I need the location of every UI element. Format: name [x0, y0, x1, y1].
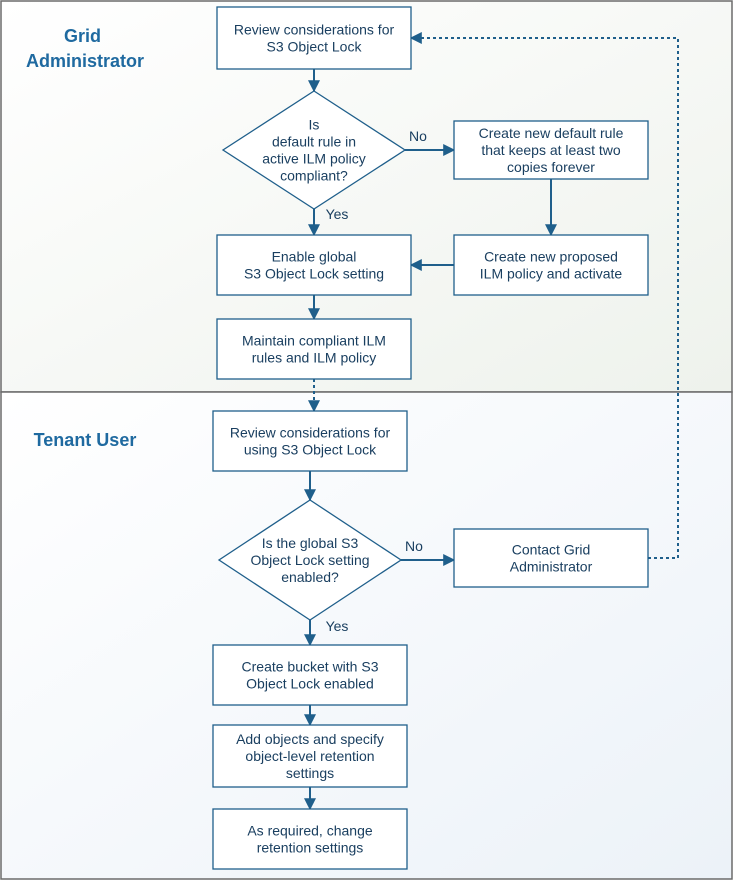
node-text-line: Create bucket with S3	[242, 659, 379, 675]
process-box	[216, 318, 412, 380]
process-box	[212, 808, 408, 870]
decision-diamond	[217, 499, 403, 621]
node-text-line: Object Lock setting	[250, 552, 369, 568]
node-text-line: ILM policy and activate	[480, 266, 623, 282]
edge-label-no: No	[405, 538, 423, 554]
node-text-line: that keeps at least two	[481, 142, 621, 158]
lane-tenant-user	[0, 391, 733, 880]
process-box	[453, 234, 649, 296]
node-text-line: retention settings	[257, 840, 364, 856]
node-text-line: settings	[286, 765, 334, 781]
node-text-line: Object Lock enabled	[246, 676, 374, 692]
process-box	[212, 410, 408, 472]
node-text-line: Create new default rule	[479, 125, 624, 141]
edge-label-no: No	[409, 128, 427, 144]
lane-label-grid-administrator: Grid Administrator	[26, 26, 144, 71]
process-box	[216, 234, 412, 296]
node-text-line: S3 Object Lock	[267, 39, 363, 55]
process-box	[453, 120, 649, 180]
lane-label-line: Grid	[64, 26, 101, 46]
process-box	[216, 6, 412, 70]
node-text-line: Administrator	[510, 559, 593, 575]
node-text-line: Is the global S3	[262, 535, 359, 551]
node-text-line: Review considerations for	[234, 22, 395, 38]
lane-label-line: Administrator	[26, 51, 144, 71]
lane-label-tenant-user: Tenant User	[34, 430, 137, 450]
edge-label-yes: Yes	[326, 206, 349, 222]
node-text-line: using S3 Object Lock	[244, 442, 377, 458]
lane-label-line: Tenant User	[34, 430, 137, 450]
node-text-line: compliant?	[280, 168, 348, 184]
node-text-line: As required, change	[247, 823, 373, 839]
process-box	[453, 528, 649, 588]
node-text-line: Review considerations for	[230, 425, 391, 441]
node-text-line: copies forever	[507, 159, 595, 175]
node-text-line: Create new proposed	[484, 249, 618, 265]
node-text-line: Is	[309, 117, 320, 133]
node-text-line: Enable global	[272, 249, 357, 265]
node-text-line: rules and ILM policy	[252, 350, 377, 366]
node-text-line: Maintain compliant ILM	[242, 333, 386, 349]
node-text-line: default rule in	[272, 134, 356, 150]
decision-diamond	[221, 90, 407, 210]
process-box	[212, 644, 408, 706]
node-text-line: Contact Grid	[512, 542, 591, 558]
node-text-line: S3 Object Lock setting	[244, 266, 384, 282]
node-text-line: object-level retention	[245, 748, 374, 764]
node-text-line: active ILM policy	[262, 151, 365, 167]
node-text-line: Add objects and specify	[236, 731, 384, 747]
process-box	[212, 724, 408, 788]
edge-label-yes: Yes	[326, 618, 349, 634]
edge-contact-admin-to-review-s3	[409, 32, 679, 559]
node-text-line: enabled?	[281, 569, 339, 585]
